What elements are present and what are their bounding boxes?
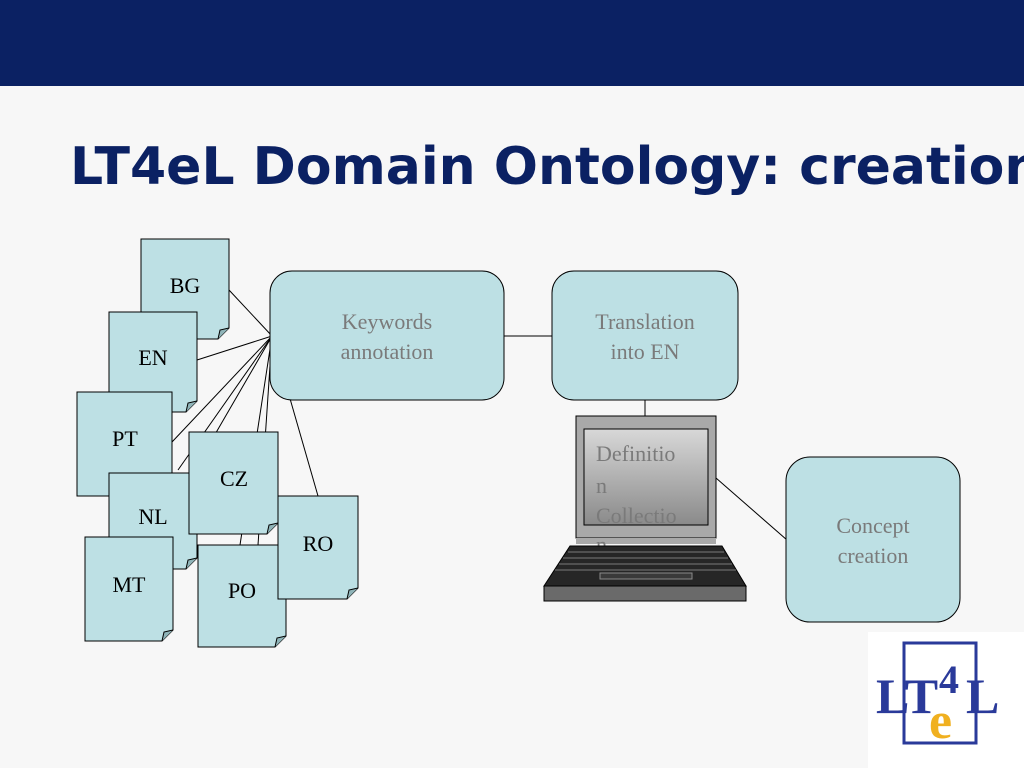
screen-label-line: Collectio <box>596 503 677 528</box>
header-bar <box>0 0 1024 86</box>
logo-text-right: L <box>966 668 999 724</box>
box-concept-creation: Concept creation <box>785 456 961 623</box>
document-ro: RO <box>277 495 359 600</box>
document-pt: PT <box>76 391 173 497</box>
document-mt: MT <box>84 536 174 642</box>
box-label-line: annotation <box>341 339 434 364</box>
document-po: PO <box>197 544 287 648</box>
slide-title: LT4eL Domain Ontology: creation <box>70 137 1024 197</box>
document-label: PT <box>112 426 138 451</box>
box-label-line: Concept <box>836 513 909 538</box>
document-en: EN <box>108 311 198 413</box>
document-label: PO <box>228 578 256 603</box>
screen-label-line: n <box>596 473 607 498</box>
document-label: RO <box>303 531 334 556</box>
box-label-line: creation <box>838 543 909 568</box>
screen-label-line: n <box>596 532 607 557</box>
logo-text-e: e <box>929 693 952 750</box>
document-label: CZ <box>220 466 248 491</box>
box-translation: Translation into EN <box>551 270 739 401</box>
connector-definition-concept <box>715 477 788 541</box>
document-label: MT <box>113 572 147 597</box>
box-label-line: Keywords <box>342 309 432 334</box>
box-label-line: Translation <box>595 309 694 334</box>
logo-text-left: LT <box>876 668 938 724</box>
laptop-base <box>543 585 747 602</box>
laptop-definition-collection: Definitio n Collectio n <box>543 415 747 602</box>
logo-text-four: 4 <box>939 657 959 702</box>
box-keywords-annotation: Keywords annotation <box>269 270 505 401</box>
screen-label-line: Definitio <box>596 441 675 466</box>
document-label: BG <box>170 273 201 298</box>
document-label: EN <box>138 345 167 370</box>
box-label-line: into EN <box>610 339 679 364</box>
laptop-spacebar <box>599 572 693 580</box>
laptop-screen <box>583 428 709 526</box>
lt4el-logo: LT 4 e L <box>868 632 1024 768</box>
document-cz: CZ <box>188 431 279 535</box>
document-label: NL <box>138 504 167 529</box>
